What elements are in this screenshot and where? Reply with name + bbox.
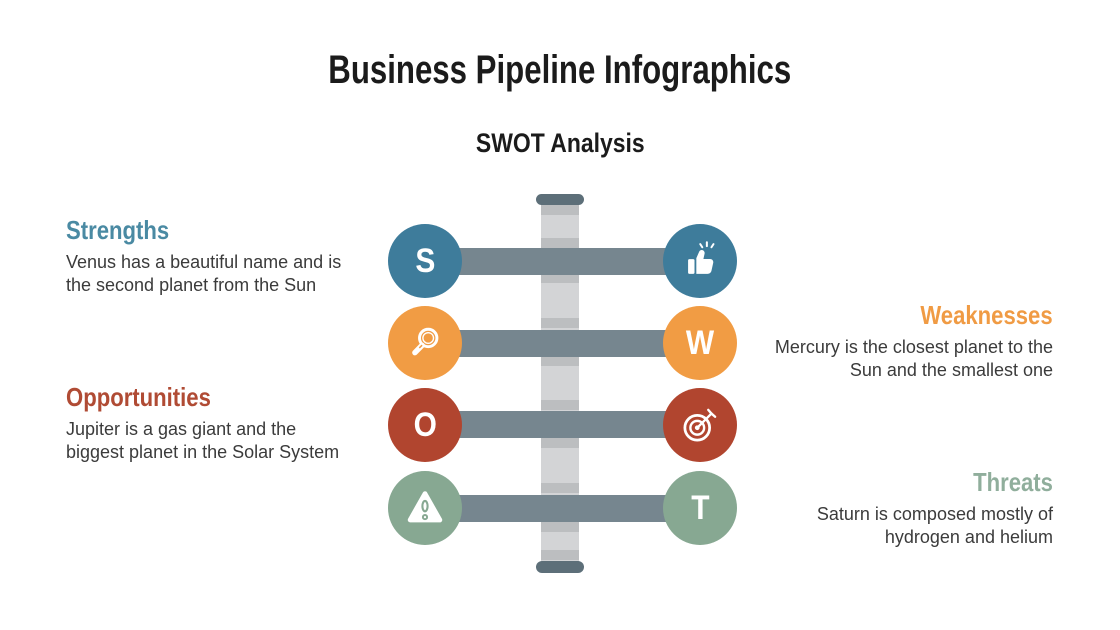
strengths-text-block: Strengths Venus has a beautiful name and…: [66, 216, 396, 297]
pipeline-bar-opportunities: [423, 411, 702, 438]
opportunities-heading-text: Opportunities: [66, 382, 211, 412]
warning-icon: [407, 491, 443, 523]
letter-o: O: [413, 406, 437, 444]
page-subtitle-text: SWOT Analysis: [475, 128, 645, 158]
pipe-cap-top: [536, 194, 584, 205]
letter-t: T: [690, 489, 710, 527]
weaknesses-text-block: Weaknesses Mercury is the closest planet…: [723, 301, 1053, 382]
pipe-joint: [541, 238, 579, 248]
threats-heading-text: Threats: [973, 467, 1053, 497]
circle-strengths-letter: S: [388, 224, 462, 298]
opportunities-body-line-2: biggest planet in the Solar System: [66, 441, 340, 462]
circle-weaknesses-letter: W: [663, 306, 737, 380]
pipeline-bar-threats: [423, 495, 702, 522]
strengths-heading: Strengths: [66, 216, 396, 245]
page-title-text: Business Pipeline Infographics: [328, 48, 792, 92]
circle-threats-letter: T: [663, 471, 737, 545]
pipe-joint: [541, 205, 579, 215]
pipe-joint: [541, 318, 579, 328]
circle-strengths-icon: [663, 224, 737, 298]
letter-w: W: [685, 324, 715, 362]
opportunities-body-line-1: Jupiter is a gas giant and the: [66, 418, 297, 439]
circle-weaknesses-icon: [388, 306, 462, 380]
strengths-heading-text: Strengths: [66, 215, 170, 245]
opportunities-heading: Opportunities: [66, 383, 396, 412]
pipe-cap-bottom: [536, 561, 584, 573]
letter-s: S: [415, 242, 435, 280]
magnifier-icon: [412, 327, 439, 356]
threats-body: Saturn is composed mostly of hydrogen an…: [723, 503, 1053, 550]
threats-body-line-1: Saturn is composed mostly of: [816, 503, 1053, 524]
threats-heading: Threats: [723, 468, 1053, 497]
weaknesses-body: Mercury is the closest planet to the Sun…: [723, 336, 1053, 383]
thumbs-up-icon: [688, 241, 715, 274]
strengths-body: Venus has a beautiful name and is the se…: [66, 251, 396, 298]
opportunities-body: Jupiter is a gas giant and the biggest p…: [66, 418, 396, 465]
weaknesses-body-line-2: Sun and the smallest one: [849, 359, 1053, 380]
pipe-joint: [541, 273, 579, 283]
pipe-joint: [541, 400, 579, 410]
strengths-body-line-1: Venus has a beautiful name and is: [66, 251, 342, 272]
strengths-body-line-2: the second planet from the Sun: [66, 274, 317, 295]
pipe-joint: [541, 356, 579, 366]
circle-opportunities-icon: [663, 388, 737, 462]
pipeline-bar-weaknesses: [423, 330, 702, 357]
weaknesses-heading-text: Weaknesses: [920, 300, 1053, 330]
pipe-joint: [541, 522, 579, 532]
circle-opportunities-letter: O: [388, 388, 462, 462]
circle-threats-icon: [388, 471, 462, 545]
opportunities-text-block: Opportunities Jupiter is a gas giant and…: [66, 383, 396, 464]
weaknesses-body-line-1: Mercury is the closest planet to the: [774, 336, 1053, 357]
target-icon: [683, 408, 717, 442]
threats-body-line-2: hydrogen and helium: [884, 526, 1053, 547]
pipe-joint: [541, 550, 579, 560]
pipe-joint: [541, 483, 579, 493]
page-subtitle: SWOT Analysis: [0, 128, 1120, 159]
weaknesses-heading: Weaknesses: [723, 301, 1053, 330]
page-title: Business Pipeline Infographics: [0, 48, 1120, 92]
pipeline-bar-strengths: [423, 248, 702, 275]
pipe-joint: [541, 438, 579, 448]
threats-text-block: Threats Saturn is composed mostly of hyd…: [723, 468, 1053, 549]
